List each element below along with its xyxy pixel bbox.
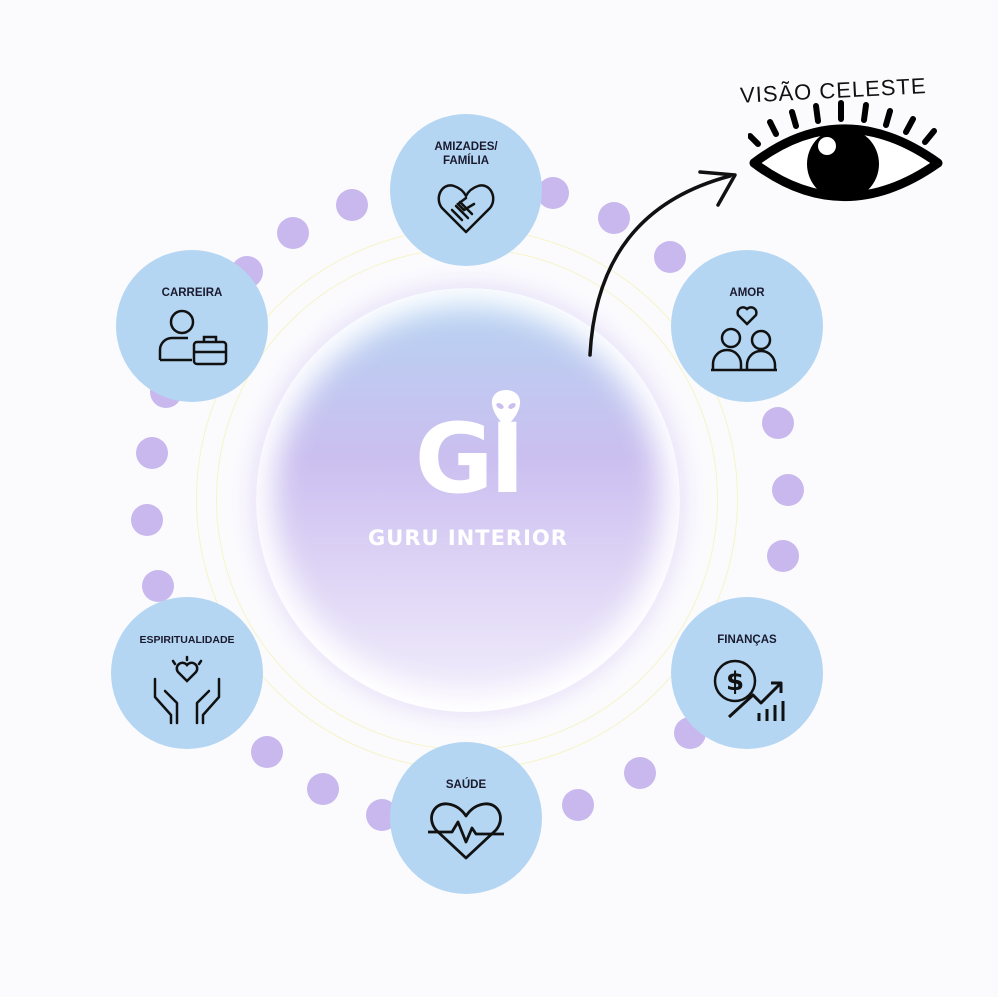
- node-label: CARREIRA: [161, 287, 223, 299]
- couple-heart-icon: [711, 306, 777, 372]
- node-financas: FINANÇAS $: [671, 597, 823, 749]
- decorative-dot: [142, 570, 174, 602]
- node-label: ESPIRITUALIDADE: [139, 634, 235, 646]
- decorative-dot: [251, 736, 283, 768]
- decorative-dot: [654, 241, 686, 273]
- node-label: AMOR: [729, 287, 765, 299]
- decorative-dot: [277, 217, 309, 249]
- hands-heart-icon: [153, 655, 221, 725]
- alien-icon: [491, 390, 521, 426]
- node-label: FINANÇAS: [717, 634, 777, 646]
- decorative-dot: [772, 474, 804, 506]
- decorative-dot: [624, 757, 656, 789]
- node-label: AMIZADES/ FAMÍLIA: [434, 141, 498, 167]
- node-carreira: CARREIRA: [116, 250, 268, 402]
- decorative-dot: [598, 202, 630, 234]
- eye-icon: [748, 100, 943, 201]
- logo-mark: GI: [414, 403, 526, 515]
- handshake-heart-icon: [437, 184, 495, 234]
- decorative-dot: [131, 504, 163, 536]
- node-espiritualidade: ESPIRITUALIDADE: [111, 597, 263, 749]
- person-briefcase-icon: [158, 309, 228, 366]
- node-saude: SAÚDE: [390, 742, 542, 894]
- heart-pulse-icon: [428, 802, 504, 860]
- svg-text:$: $: [726, 667, 744, 697]
- decorative-dot: [767, 540, 799, 572]
- decorative-dot: [336, 189, 368, 221]
- node-amizades-familia: AMIZADES/ FAMÍLIA: [390, 114, 542, 266]
- node-amor: AMOR: [671, 250, 823, 402]
- decorative-dot: [562, 789, 594, 821]
- center-logo: GI GURU INTERIOR: [256, 288, 680, 712]
- decorative-dot: [307, 773, 339, 805]
- decorative-dot: [762, 407, 794, 439]
- node-label: SAÚDE: [445, 779, 487, 791]
- decorative-dot: [136, 437, 168, 469]
- dollar-growth-icon: $: [713, 659, 785, 721]
- decorative-dot: [537, 177, 569, 209]
- brand-name: GURU INTERIOR: [368, 526, 568, 550]
